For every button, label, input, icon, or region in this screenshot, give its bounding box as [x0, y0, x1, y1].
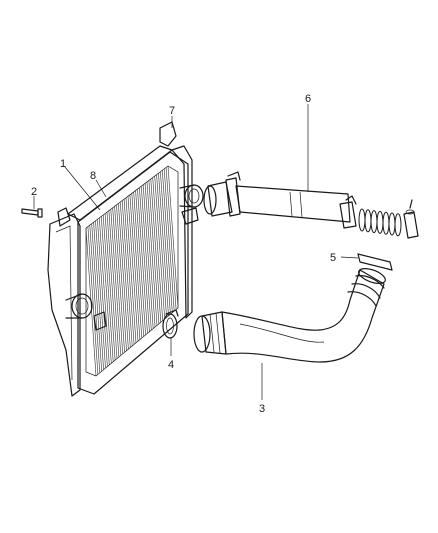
fin-line: [131, 193, 143, 339]
fin-line: [97, 219, 108, 367]
fin-line: [110, 209, 122, 356]
fin-line: [89, 225, 101, 373]
fin-line: [106, 212, 118, 359]
fin-line: [158, 173, 169, 316]
fin-line: [129, 194, 141, 340]
callout-1: 1: [60, 158, 66, 170]
callout-3: 3: [259, 403, 265, 415]
lower-intake-duct: [193, 268, 386, 363]
fin-line: [156, 174, 167, 318]
bellows-ring: [370, 210, 378, 234]
fin-line: [87, 226, 99, 375]
fin-line: [148, 180, 160, 324]
fin-line: [133, 191, 144, 337]
fin-line: [125, 197, 137, 343]
fin-line: [114, 206, 125, 353]
fin-line: [150, 178, 162, 323]
callout-5: 5: [330, 252, 336, 264]
fin-line: [162, 170, 173, 313]
bellows-ring: [364, 209, 372, 233]
fin-line: [137, 189, 148, 334]
fin-line: [123, 199, 135, 345]
hose-clamp: [162, 309, 179, 339]
fin-line: [120, 201, 131, 348]
leader-lines: [33, 104, 359, 400]
bellows-ring: [394, 213, 402, 237]
charge-air-cooler: [47, 121, 204, 397]
bellows-ring: [382, 211, 390, 235]
cooler-fins: [85, 165, 179, 377]
fin-line: [102, 214, 114, 362]
fin-line: [152, 177, 163, 321]
bellows-ring: [388, 212, 396, 236]
fin-line: [165, 167, 177, 310]
fin-line: [146, 181, 158, 326]
fin-line: [139, 187, 150, 332]
fin-line: [99, 217, 110, 365]
fin-line: [108, 210, 120, 358]
fin-line: [167, 165, 179, 309]
bellows-ring: [376, 210, 384, 234]
upper-intake-duct: [203, 171, 419, 239]
callout-2: 2: [31, 186, 37, 198]
bellows-ring: [358, 208, 366, 232]
fin-line: [154, 176, 165, 320]
fin-line: [112, 207, 123, 354]
callout-labels: 1 2 3 4 5 6 7 8: [31, 93, 336, 415]
duct-bellows: [358, 208, 402, 237]
fin-line: [163, 168, 175, 312]
fin-line: [121, 200, 133, 347]
callout-6: 6: [305, 93, 311, 105]
fin-line: [142, 184, 154, 329]
callout-7: 7: [169, 105, 175, 117]
callout-4: 4: [168, 359, 174, 371]
fin-line: [160, 171, 171, 315]
fin-line: [144, 183, 156, 328]
fin-line: [118, 203, 129, 350]
fin-line: [91, 223, 102, 372]
small-bracket: [357, 253, 393, 271]
callout-8: 8: [90, 170, 96, 182]
fin-line: [104, 213, 116, 361]
fin-line: [101, 216, 112, 364]
fin-line: [95, 220, 106, 369]
fin-line: [93, 222, 104, 370]
fin-line: [141, 186, 152, 331]
bolt: [21, 208, 43, 218]
fin-line: [116, 204, 127, 351]
fin-line: [127, 196, 139, 342]
fin-line: [135, 190, 146, 335]
